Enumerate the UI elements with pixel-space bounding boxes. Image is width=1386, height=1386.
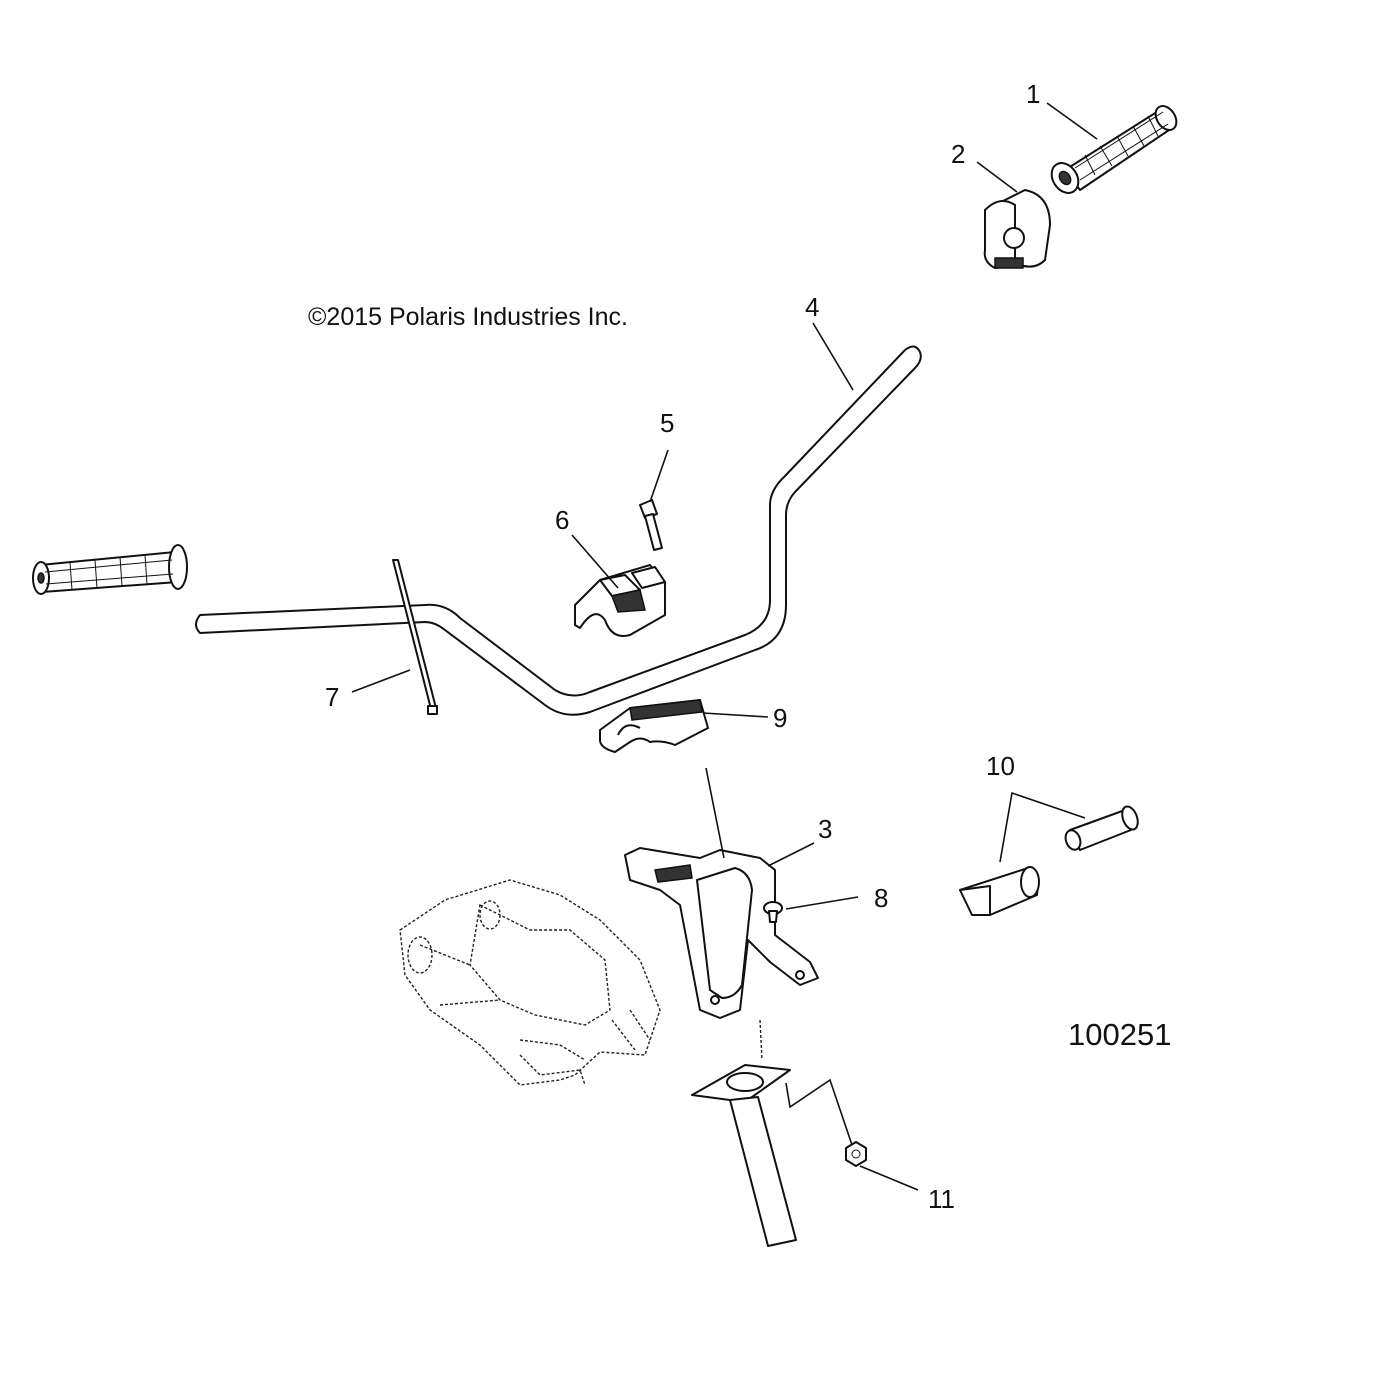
leader-4 xyxy=(812,322,854,391)
steering-shaft-upper xyxy=(705,767,725,859)
left-grip xyxy=(32,544,188,595)
lower-clamp xyxy=(599,699,709,753)
leader-6 xyxy=(571,534,619,589)
callout-2: 2 xyxy=(951,139,965,169)
callout-10: 10 xyxy=(986,751,1015,781)
assembly-line xyxy=(759,1019,763,1061)
callout-1: 1 xyxy=(1026,79,1040,109)
callout-7: 7 xyxy=(325,682,339,712)
cable-tie xyxy=(392,559,438,715)
screw xyxy=(763,901,783,923)
callout-5: 5 xyxy=(660,408,674,438)
steering-bracket xyxy=(624,847,819,1019)
callout-6: 6 xyxy=(555,505,569,535)
steering-flange xyxy=(691,1064,797,1247)
leader-9 xyxy=(702,712,769,718)
leader-7 xyxy=(351,669,411,693)
callout-8: 8 xyxy=(874,883,888,913)
upper-clamp xyxy=(574,564,666,637)
leader-8 xyxy=(785,896,859,910)
callout-9: 9 xyxy=(773,703,787,733)
leader-5 xyxy=(649,449,669,503)
leader-11 xyxy=(859,1165,919,1191)
leader-11-path xyxy=(785,1078,853,1146)
figure-number: 100251 xyxy=(1068,1017,1171,1052)
leader-2 xyxy=(976,161,1018,193)
leader-1 xyxy=(1046,102,1098,140)
callout-11: 11 xyxy=(928,1184,955,1214)
leader-3 xyxy=(767,842,815,867)
nut xyxy=(845,1141,867,1167)
right-grip xyxy=(1050,105,1178,194)
callout-4: 4 xyxy=(805,292,819,322)
copyright-text: ©2015 Polaris Industries Inc. xyxy=(308,303,628,331)
body-panel xyxy=(399,879,661,1086)
throttle-housing xyxy=(983,189,1051,269)
callout-3: 3 xyxy=(818,814,832,844)
bolt xyxy=(639,499,663,551)
handlebar xyxy=(195,345,922,716)
switch-assembly xyxy=(959,805,1139,916)
leader-10 xyxy=(999,791,1086,863)
